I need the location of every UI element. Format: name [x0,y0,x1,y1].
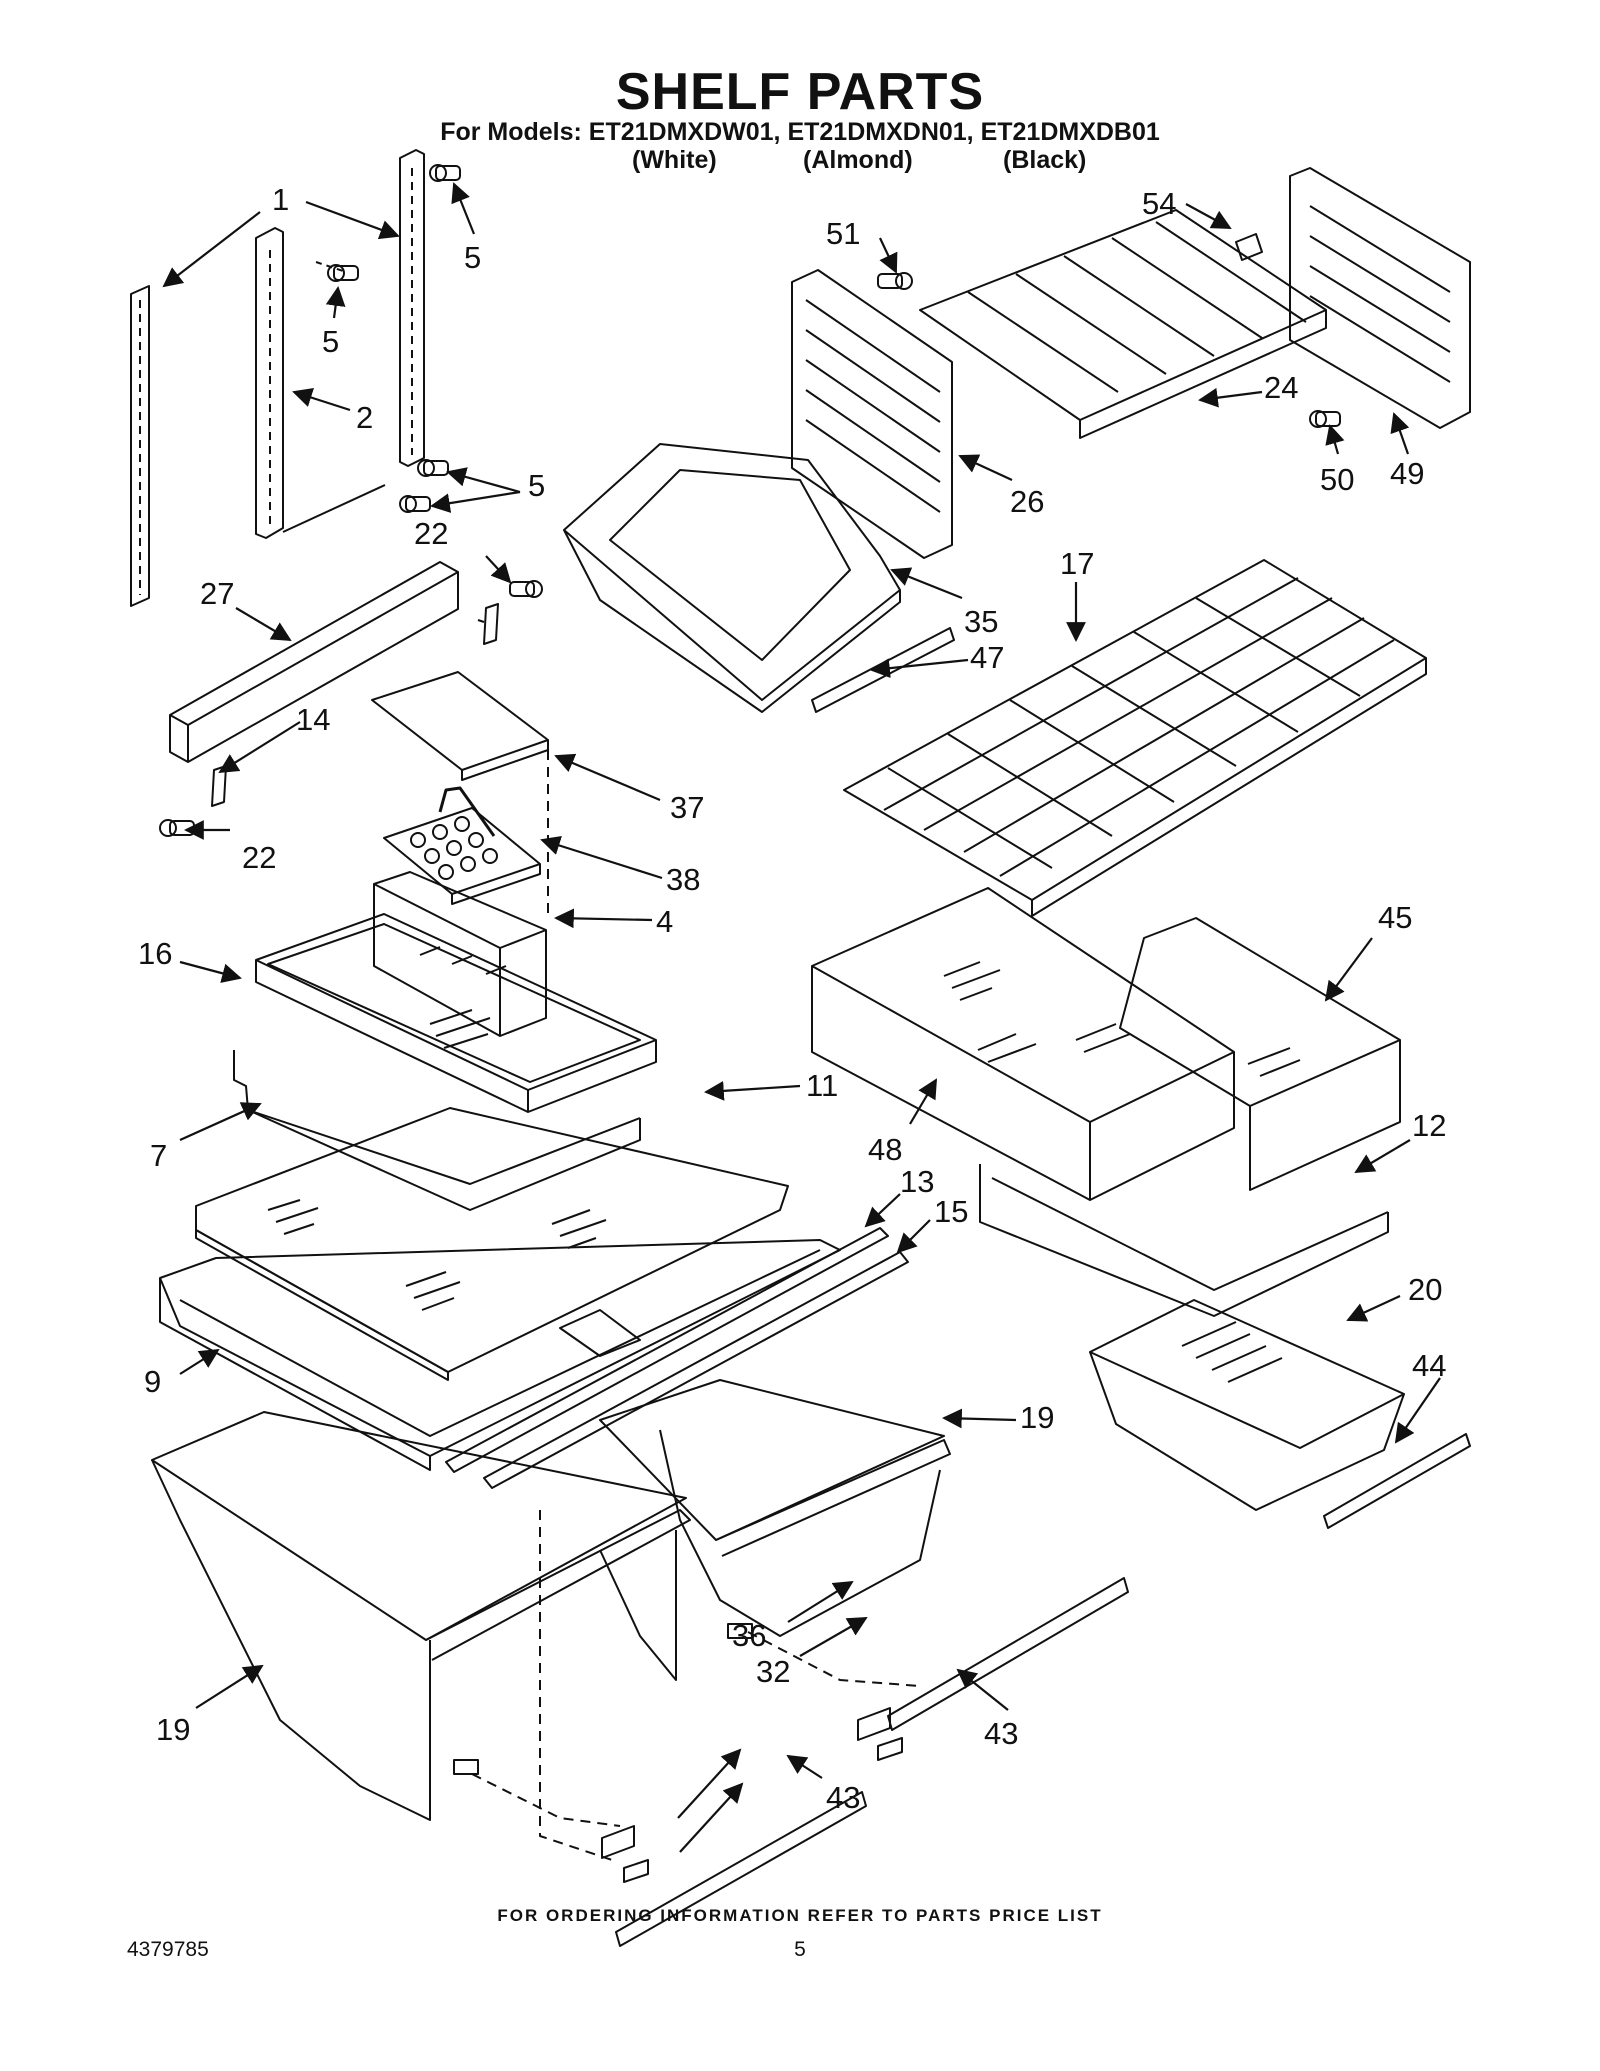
clip-32-right [877,1737,903,1761]
callout-16: 16 [138,936,172,971]
shelf-rail-26 [791,269,953,559]
callout-1: 1 [272,182,289,217]
clip-32-left [623,1859,649,1883]
wire-shelf-24 [919,209,1327,439]
bracket-14-right [483,603,499,645]
screw-5-guide-line [315,261,347,273]
clip-36-left [601,1825,635,1859]
callout-13: 13 [900,1164,934,1199]
callout-43a: 43 [984,1716,1018,1751]
wire-shelf-17 [843,559,1427,917]
trim-strip-15 [483,1251,909,1489]
screw-5-mid [327,264,359,282]
screw-22-right [509,580,543,598]
screw-50 [1309,410,1341,428]
callout-37: 37 [670,790,704,825]
guide-line-36-32-a [471,1773,621,1827]
crisper-pan-20 [1089,1299,1405,1511]
callout-26: 26 [1010,484,1044,519]
callout-5a: 5 [464,240,481,275]
model-list: For Models: ET21DMXDW01, ET21DMXDN01, ET… [440,118,1160,146]
callout-14: 14 [296,702,330,737]
glass-shelf-48 [811,887,1235,1201]
ordering-note: FOR ORDERING INFORMATION REFER TO PARTS … [497,1906,1103,1925]
callout-54: 54 [1142,186,1176,221]
callout-38: 38 [666,862,700,897]
shelf-rail-left [130,285,150,607]
egg-tray-38 [383,786,541,905]
callout-5c: 5 [528,468,545,503]
callout-12: 12 [1412,1108,1446,1143]
shelf-rail-center [255,227,284,539]
callout-11: 11 [806,1068,838,1103]
shelf-trim-27 [169,561,459,763]
leader-arrows [162,182,1441,1853]
screw-5-top [429,164,461,182]
callout-24: 24 [1264,370,1298,405]
callout-5b: 5 [322,324,339,359]
crisper-drawer-19-left [151,1411,691,1821]
callout-17: 17 [1060,546,1094,581]
screw-5-low-b [399,495,431,513]
variant-black: (Black) [1003,146,1087,174]
callout-36: 36 [732,1618,766,1653]
glass-shelf-45 [1119,917,1401,1191]
screw-51 [877,272,913,290]
storage-bin-4 [373,871,547,1037]
rail-screw-line [282,484,386,533]
trim-strip-47 [811,627,955,713]
callout-19a: 19 [1020,1400,1054,1435]
callout-9: 9 [144,1364,161,1399]
callout-43b: 43 [826,1780,860,1815]
callout-15: 15 [934,1194,968,1229]
callout-45: 45 [1378,900,1412,935]
drawer-handle-43-right [887,1577,1129,1731]
page-title: SHELF PARTS [615,63,985,121]
guide-line-36-32-b [747,1631,921,1687]
callout-47: 47 [970,640,1004,675]
guide-line-43 [539,1510,613,1861]
callout-22a: 22 [414,516,448,551]
glass-panel-11 [195,1107,789,1381]
callout-44: 44 [1412,1348,1446,1383]
crisper-drawer-19-right [599,1379,951,1639]
door-bin-35 [563,443,901,713]
callout-35: 35 [964,604,998,639]
screw-22-left [159,819,195,837]
screw-5-low-a [417,459,449,477]
trim-strip-44 [1323,1433,1471,1529]
callout-32: 32 [756,1654,790,1689]
callout-48: 48 [868,1132,902,1167]
clip-36-right [857,1707,891,1741]
callout-22b: 22 [242,840,276,875]
shelf-rail-49 [1289,167,1471,429]
callout-20: 20 [1408,1272,1442,1307]
trim-strip-13 [445,1227,889,1473]
glass-shelf-16 [255,913,657,1113]
callout-4: 4 [656,904,673,939]
drawer-handle-43-left [615,1791,867,1947]
shelf-frame-12 [979,1164,1389,1317]
page-number: 5 [794,1938,806,1961]
bracket-14-left [211,765,227,807]
document-number: 4379785 [127,1938,209,1961]
callout-labels: 1 5 5 2 5 22 27 14 22 37 38 4 16 11 7 48… [138,182,1446,1815]
callout-2: 2 [356,400,373,435]
callout-27: 27 [200,576,234,611]
shelf-frame-7 [233,1050,641,1211]
callout-7: 7 [150,1138,167,1173]
callout-49: 49 [1390,456,1424,491]
callout-51: 51 [826,216,860,251]
variant-white: (White) [632,146,717,174]
variant-almond: (Almond) [803,146,913,174]
shelf-clip-54 [1235,233,1263,261]
bin-lid-37 [371,671,549,781]
callout-50: 50 [1320,462,1354,497]
callout-19b: 19 [156,1712,190,1747]
shelf-rail-right [399,149,425,467]
